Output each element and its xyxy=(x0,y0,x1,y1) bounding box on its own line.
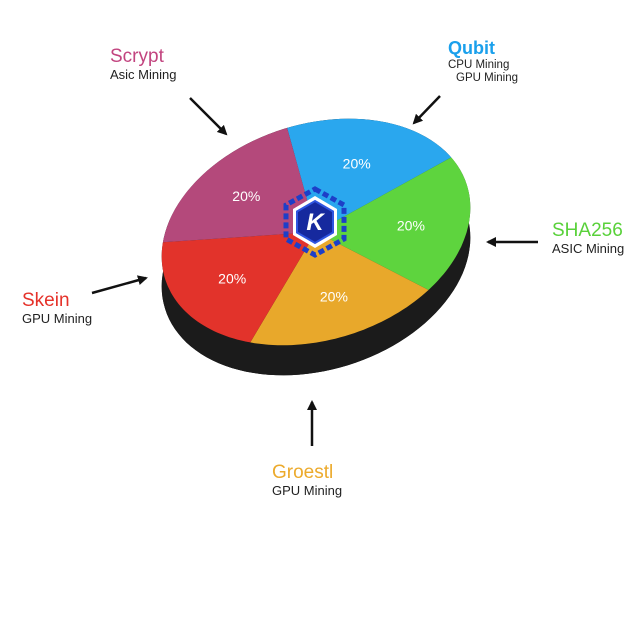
slice-sub-groestl: GPU Mining xyxy=(272,482,343,498)
slice-sub-qubit-1: CPU Mining xyxy=(448,58,510,71)
slice-name-qubit: Qubit xyxy=(448,38,495,58)
arrow-skein xyxy=(91,275,148,295)
pie-slices xyxy=(161,118,471,346)
pie-percent-labels: 20% 20% 20% 20% 20% xyxy=(218,156,425,305)
callout-scrypt: Scrypt Asic Mining xyxy=(110,46,176,83)
callout-sha256: SHA256 ASIC Mining xyxy=(552,220,624,257)
k-logo-icon: K xyxy=(283,186,347,258)
percent-label-sha256: 20% xyxy=(397,218,425,234)
arrow-scrypt xyxy=(189,97,228,136)
percent-label-qubit: 20% xyxy=(343,156,371,172)
slice-name-sha256: SHA256 xyxy=(552,220,623,241)
slice-name-groestl: Groestl xyxy=(272,462,334,483)
slice-sub-sha256: ASIC Mining xyxy=(552,240,625,256)
pie-slice-groestl xyxy=(250,232,429,346)
percent-label-groestl: 20% xyxy=(320,289,348,305)
arrow-qubit xyxy=(412,95,441,125)
slice-name-skein: Skein xyxy=(22,290,70,311)
slice-sub-skein: GPU Mining xyxy=(22,310,93,326)
callout-groestl: Groestl GPU Mining xyxy=(272,462,342,499)
k-logo-letter: K xyxy=(306,209,325,236)
slice-name-scrypt: Scrypt xyxy=(110,46,164,67)
callout-qubit: Qubit CPU Mining GPU Mining xyxy=(448,38,518,85)
pie-slice-sha256 xyxy=(316,157,471,290)
callout-skein: Skein GPU Mining xyxy=(22,290,92,327)
percent-label-skein: 20% xyxy=(218,270,246,286)
pie-slice-qubit xyxy=(287,118,452,232)
pie-slice-scrypt xyxy=(162,127,316,243)
slice-sub-qubit-2: GPU Mining xyxy=(456,71,518,84)
slice-sub-scrypt: Asic Mining xyxy=(110,66,177,82)
pie-slice-skein xyxy=(161,232,316,343)
percent-label-scrypt: 20% xyxy=(232,188,260,204)
